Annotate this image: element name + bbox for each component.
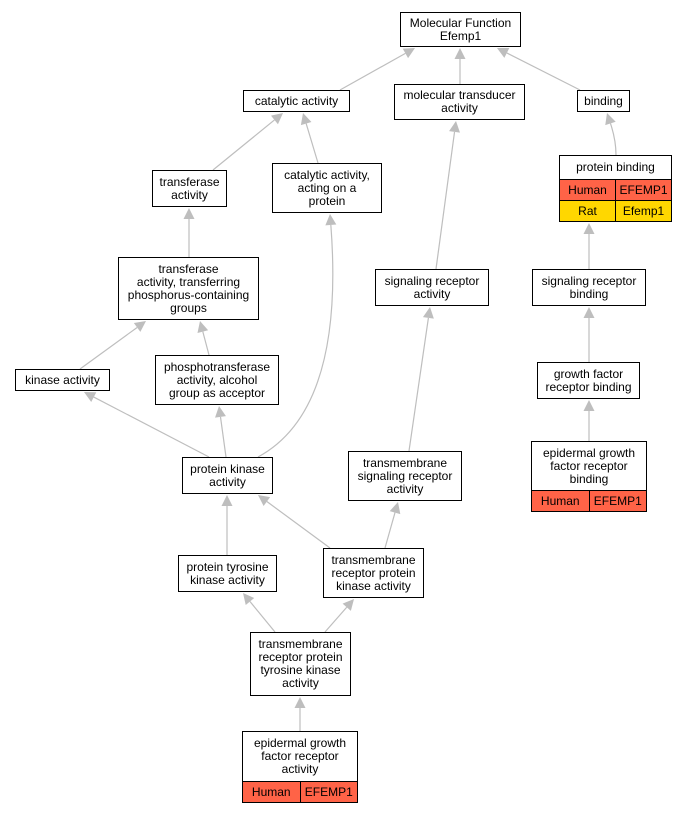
- arrowhead-ptk-to-protein_kinase: [221, 495, 233, 506]
- node-catalytic-activity[interactable]: catalytic activity: [243, 90, 350, 112]
- arrowhead-catalytic-to-root: [402, 48, 415, 59]
- arrowhead-transferase-to-catalytic: [270, 113, 283, 125]
- arrowhead-tm_rec_pk-to-protein_kinase: [258, 495, 271, 506]
- species-cell: Human: [540, 494, 580, 508]
- gene-cell: Efemp1: [615, 201, 671, 221]
- node-label: signaling receptor activity: [384, 273, 480, 301]
- edge-protein_kinase-to-cat_protein: [257, 224, 334, 458]
- node-label: transmembrane receptor protein kinase ac…: [331, 552, 416, 593]
- edge-signaling_receptor-to-transducer: [435, 131, 456, 270]
- arrowhead-protein_kinase-to-cat_protein: [325, 214, 337, 226]
- node-label: molecular transducer activity: [403, 88, 516, 115]
- node-growth-factor-receptor-binding[interactable]: growth factor receptor binding: [537, 362, 640, 399]
- node-transmembrane-receptor-ptk[interactable]: transmembrane receptor protein tyrosine …: [250, 632, 351, 696]
- edge-tm_rec_pk-to-tm_sig_rec: [384, 512, 396, 549]
- node-label: protein kinase activity: [190, 461, 265, 489]
- annotation-row-human: Human EFEMP1: [532, 490, 646, 511]
- edge-tm_rec_ptk-to-tm_rec_pk: [324, 606, 348, 633]
- node-label: catalytic activity: [254, 93, 339, 108]
- node-transmembrane-receptor-protein-kinase[interactable]: transmembrane receptor protein kinase ac…: [323, 548, 424, 598]
- arrowhead-phosphotransferase-to-transf_phos: [197, 321, 209, 334]
- arrowhead-signaling_receptor-to-transducer: [449, 121, 460, 133]
- gene-cell: EFEMP1: [588, 491, 647, 511]
- arrowhead-cat_protein-to-catalytic: [300, 113, 312, 126]
- arrowhead-tm_rec_ptk-to-ptk: [243, 593, 255, 605]
- arrowhead-protein_kinase-to-phosphotransferase: [215, 406, 226, 418]
- arrowhead-transf_phos-to-transferase: [183, 208, 195, 219]
- edge-protein_kinase-to-phosphotransferase: [219, 416, 227, 458]
- edge-tm_rec_pk-to-protein_kinase: [266, 501, 331, 549]
- node-label: transferase activity: [159, 174, 220, 202]
- annotation-row-human: Human EFEMP1: [560, 179, 671, 200]
- edge-protein_kinase-to-kinase: [93, 396, 210, 458]
- edge-cat_protein-to-catalytic: [305, 123, 319, 164]
- arrowhead-protein_binding-to-binding: [605, 113, 616, 126]
- node-protein-tyrosine-kinase[interactable]: protein tyrosine kinase activity: [178, 555, 277, 592]
- arrowhead-egf_rec_act-to-tm_rec_ptk: [294, 697, 306, 708]
- node-label: protein tyrosine kinase activity: [186, 559, 269, 587]
- node-binding[interactable]: binding: [577, 90, 630, 112]
- node-molecular-transducer-activity[interactable]: molecular transducer activity: [394, 84, 525, 120]
- annotation-row-human: Human EFEMP1: [243, 781, 357, 802]
- node-label: epidermal growth factor receptor binding: [542, 445, 636, 486]
- arrowhead-transducer-to-root: [454, 48, 466, 59]
- annotation-row-rat: Rat Efemp1: [560, 200, 671, 221]
- node-protein-kinase-activity[interactable]: protein kinase activity: [182, 457, 273, 494]
- node-protein-binding[interactable]: protein binding Human EFEMP1 Rat Efemp1: [559, 155, 672, 222]
- edge-tm_rec_ptk-to-ptk: [249, 601, 276, 633]
- node-label: transmembrane receptor protein tyrosine …: [258, 637, 343, 690]
- edge-protein_binding-to-binding: [609, 123, 617, 156]
- arrowhead-sig_rec_binding-to-protein_binding: [583, 223, 595, 234]
- node-label: epidermal growth factor receptor activit…: [253, 736, 347, 776]
- node-label: phosphotransferase activity, alcohol gro…: [163, 359, 271, 400]
- edge-kinase-to-transf_phos: [79, 326, 138, 370]
- edge-binding-to-root: [506, 52, 581, 91]
- node-kinase-activity[interactable]: kinase activity: [15, 369, 110, 391]
- node-catalytic-activity-on-protein[interactable]: catalytic activity, acting on a protein: [272, 163, 382, 213]
- node-label: protein binding: [576, 160, 655, 174]
- node-label: Molecular Function Efemp1: [409, 15, 512, 43]
- node-label: kinase activity: [25, 372, 100, 387]
- arrowhead-protein_kinase-to-kinase: [84, 392, 97, 402]
- gene-cell: EFEMP1: [299, 782, 358, 802]
- species-cell: Human: [251, 785, 291, 799]
- edge-catalytic-to-root: [339, 52, 406, 91]
- arrowhead-gf_rec_binding-to-sig_rec_binding: [583, 307, 595, 318]
- arrowhead-egf_rec_binding-to-gf_rec_binding: [583, 400, 595, 411]
- node-egf-receptor-activity[interactable]: epidermal growth factor receptor activit…: [242, 731, 358, 803]
- arrowhead-tm_sig_rec-to-signaling_receptor: [422, 307, 434, 319]
- node-label: growth factor receptor binding: [545, 366, 632, 394]
- edge-phosphotransferase-to-transf_phos: [202, 331, 210, 356]
- node-label: transferase activity, transferring phosp…: [127, 261, 250, 315]
- node-signaling-receptor-binding[interactable]: signaling receptor binding: [532, 269, 646, 306]
- species-cell: Rat: [578, 204, 597, 218]
- node-signaling-receptor-activity[interactable]: signaling receptor activity: [375, 269, 489, 306]
- node-transferase-phosphorus[interactable]: transferase activity, transferring phosp…: [118, 257, 259, 320]
- arrowhead-tm_rec_pk-to-tm_sig_rec: [389, 502, 401, 515]
- arrowhead-tm_rec_ptk-to-tm_rec_pk: [342, 599, 354, 611]
- species-cell: Human: [568, 183, 607, 197]
- node-label: binding: [584, 93, 623, 108]
- node-transferase-activity[interactable]: transferase activity: [152, 170, 227, 207]
- edge-tm_sig_rec-to-signaling_receptor: [408, 317, 430, 452]
- gene-cell: EFEMP1: [615, 180, 671, 200]
- arrowhead-kinase-to-transf_phos: [133, 321, 146, 332]
- edge-transferase-to-catalytic: [212, 119, 275, 171]
- arrowhead-binding-to-root: [497, 48, 510, 58]
- node-label: signaling receptor binding: [541, 273, 637, 301]
- node-phosphotransferase-alcohol[interactable]: phosphotransferase activity, alcohol gro…: [155, 355, 279, 405]
- node-label: catalytic activity, acting on a protein: [284, 167, 370, 208]
- node-egf-receptor-binding[interactable]: epidermal growth factor receptor binding…: [531, 441, 647, 512]
- node-transmembrane-signaling-receptor[interactable]: transmembrane signaling receptor activit…: [348, 451, 462, 501]
- node-label: transmembrane signaling receptor activit…: [357, 455, 453, 496]
- node-molecular-function[interactable]: Molecular Function Efemp1: [400, 12, 521, 47]
